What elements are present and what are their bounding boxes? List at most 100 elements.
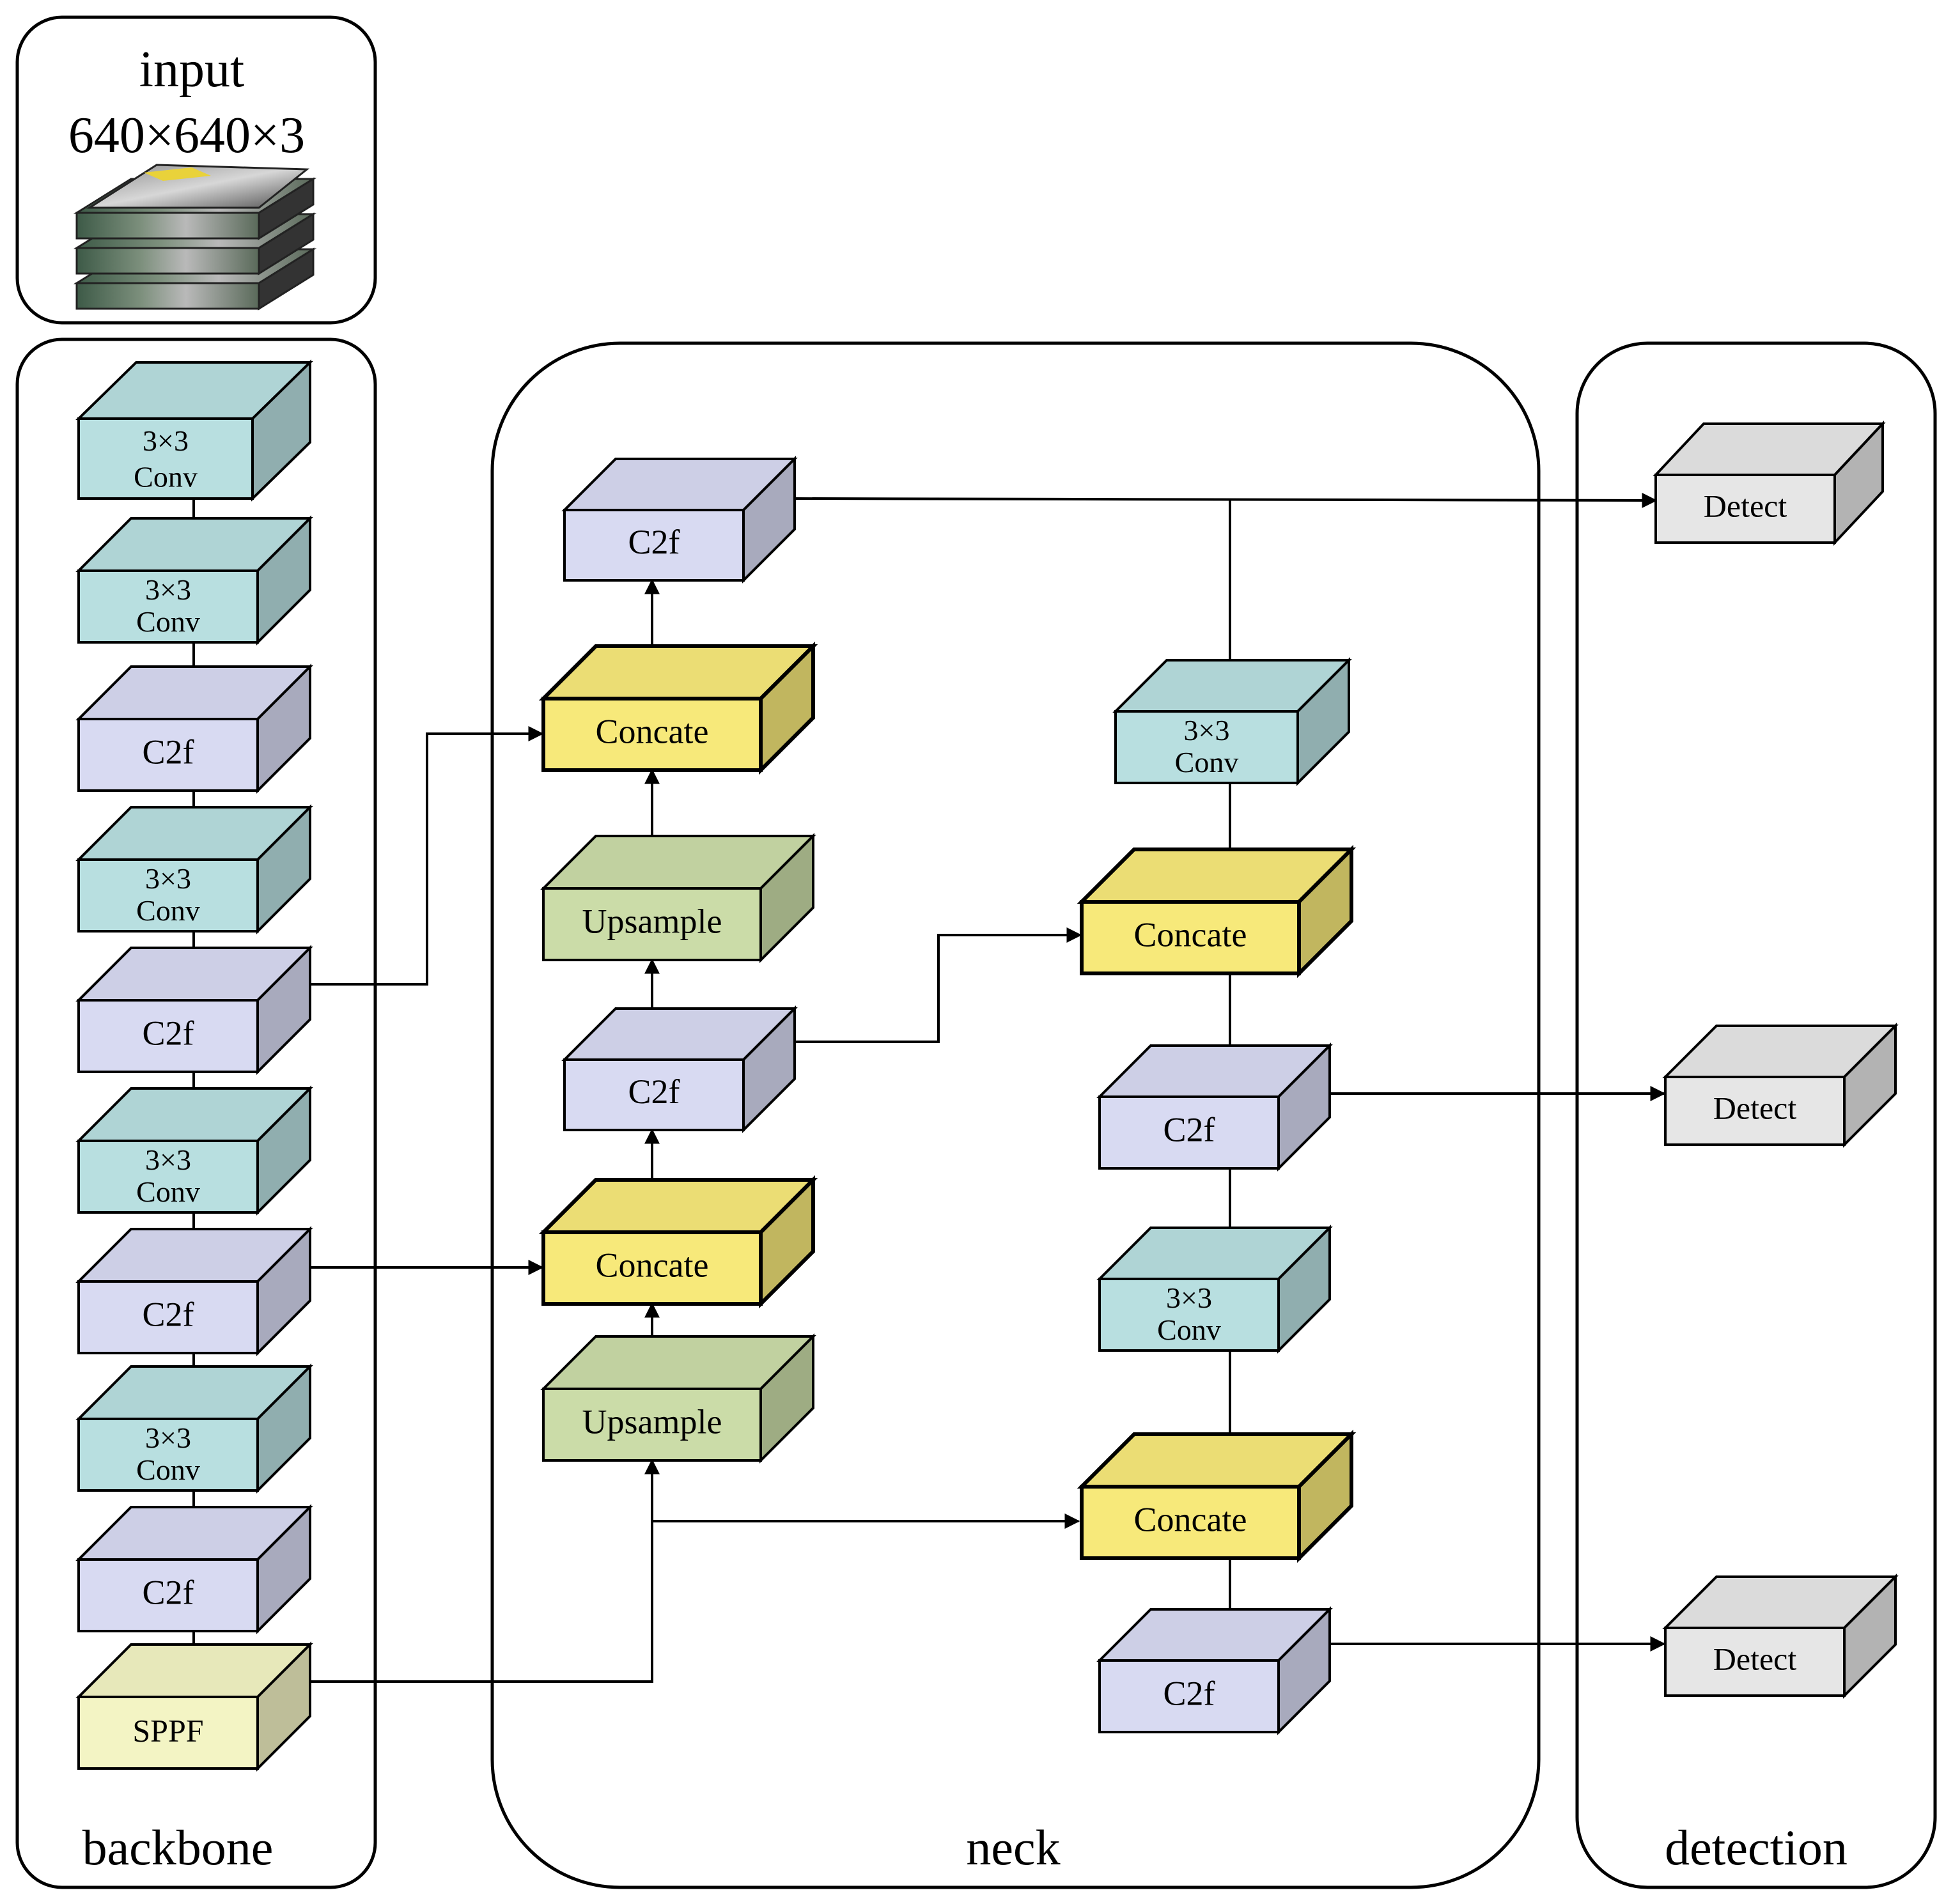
backbone-conv-2-label-size: 3×3: [145, 573, 191, 606]
backbone-c2f-1-label: C2f: [143, 732, 194, 771]
neck-concate-mid-front-face: [541, 1230, 763, 1306]
edge-c2f-mid-concate-right1: [794, 927, 1082, 1043]
backbone-c2f-3-label: C2f: [143, 1295, 194, 1333]
detect-2-label: Detect: [1713, 1090, 1797, 1126]
detect-2: Detect: [1662, 1023, 1899, 1148]
backbone-conv-1-label-size: 3×3: [143, 424, 189, 457]
edge-c2f-top-detect1: [793, 492, 1658, 508]
neck-upsample-2-label: Upsample: [582, 1402, 722, 1441]
backbone-sppf-label: SPPF: [132, 1712, 203, 1748]
backbone-c2f-2-label: C2f: [143, 1014, 194, 1052]
neck-conv-right-1-label-size: 3×3: [1184, 714, 1230, 747]
neck-upsample-1: Upsample: [540, 833, 816, 963]
detect-2-front-face: [1664, 1076, 1846, 1146]
neck-conv-right-1-front-face: [1114, 710, 1299, 784]
backbone-c2f-4-front-face: [77, 1558, 259, 1632]
neck-c2f-right-1-front-face: [1098, 1095, 1280, 1170]
neck-conv-right-2-label-size: 3×3: [1166, 1281, 1212, 1314]
neck-conv-right-2-label-op: Conv: [1157, 1313, 1221, 1346]
backbone-conv-5-front-face: [77, 1418, 259, 1492]
neck-upsample-2: Upsample: [540, 1333, 816, 1464]
neck-c2f-right-2: C2f: [1096, 1606, 1333, 1735]
neck-concate-right-1: Concate: [1077, 844, 1357, 979]
input-title: input: [139, 42, 244, 98]
detection-label: detection: [1665, 1820, 1848, 1875]
backbone-c2f-2-front-face: [77, 999, 259, 1073]
backbone-conv-4-label-size: 3×3: [145, 1143, 191, 1176]
detect-1: Detect: [1653, 420, 1886, 546]
backbone-c2f-1: C2f: [75, 663, 313, 794]
backbone-conv-5-label-size: 3×3: [145, 1421, 191, 1454]
image-slice-top: [86, 164, 310, 209]
edge-sppf-upsample: [308, 1459, 660, 1683]
neck-c2f-mid-label: C2f: [628, 1072, 680, 1111]
backbone-c2f-1-front-face: [77, 718, 259, 792]
neck-upsample-2-front-face: [542, 1388, 762, 1462]
backbone-c2f-4-label: C2f: [143, 1573, 194, 1611]
neck-c2f-right-1: C2f: [1096, 1042, 1333, 1172]
backbone-sppf-front-face: [77, 1696, 259, 1770]
neck-c2f-right-1-label: C2f: [1163, 1110, 1215, 1149]
neck-c2f-right-2-front-face: [1098, 1659, 1280, 1733]
backbone-conv-3-label-op: Conv: [136, 894, 200, 927]
detection-panel: [1575, 341, 1937, 1889]
neck-upsample-1-front-face: [542, 887, 762, 961]
backbone-c2f-4: C2f: [75, 1504, 313, 1634]
backbone-conv-4-front-face: [77, 1140, 259, 1214]
neck-upsample-1-label: Upsample: [582, 902, 722, 940]
neck-c2f-top-label: C2f: [628, 523, 680, 561]
backbone-conv-3-label-size: 3×3: [145, 862, 191, 895]
neck-concate-right-1-front-face: [1080, 900, 1301, 975]
backbone-conv-3-front-face: [77, 858, 259, 933]
backbone-c2f-3-front-face: [77, 1280, 259, 1354]
backbone-label: backbone: [82, 1820, 274, 1875]
backbone-conv-2-label-op: Conv: [136, 605, 200, 638]
input-panel: [15, 15, 377, 325]
neck-concate-top: Concate: [538, 641, 818, 775]
neck-c2f-top: C2f: [561, 456, 798, 584]
neck-panel: [490, 341, 1541, 1889]
backbone-c2f-3: C2f: [75, 1226, 313, 1356]
neck-concate-mid-label: Concate: [596, 1246, 709, 1284]
neck-c2f-mid-front-face: [563, 1058, 745, 1131]
backbone-panel: [15, 337, 377, 1889]
neck-concate-right-2-front-face: [1080, 1485, 1301, 1560]
neck-concate-mid: Concate: [538, 1175, 818, 1309]
backbone-conv-2-front-face: [77, 569, 259, 644]
neck-concate-right-1-label: Concate: [1134, 915, 1247, 954]
detect-3-front-face: [1664, 1627, 1846, 1697]
blocks: 3×3Conv3×3ConvC2f3×3ConvC2f3×3ConvC2f3×3…: [75, 359, 1899, 1772]
neck-c2f-top-front-face: [563, 509, 745, 582]
neck-conv-right-1-label-op: Conv: [1175, 746, 1239, 778]
backbone-conv-4-label-op: Conv: [136, 1175, 200, 1208]
neck-c2f-right-2-label: C2f: [1163, 1674, 1215, 1712]
neck-c2f-mid: C2f: [561, 1005, 798, 1133]
neck-concate-right-2: Concate: [1077, 1429, 1357, 1563]
backbone-c2f-2: C2f: [75, 945, 313, 1075]
neck-concate-top-front-face: [541, 697, 763, 772]
edge-c2f2-concate-top: [308, 726, 544, 986]
detect-1-label: Detect: [1704, 488, 1787, 524]
backbone-sppf: SPPF: [75, 1641, 313, 1772]
neck-concate-right-2-label: Concate: [1134, 1500, 1247, 1538]
input-size: 640×640×3: [68, 107, 305, 164]
backbone-conv-1-front-face: [77, 417, 254, 500]
neck-concate-top-label: Concate: [596, 712, 709, 750]
backbone-conv-5-label-op: Conv: [136, 1453, 200, 1486]
detect-1-front-face: [1654, 474, 1836, 544]
detect-3-label: Detect: [1713, 1641, 1797, 1677]
input-image-stack-icon: [73, 164, 317, 311]
detect-3: Detect: [1662, 1574, 1899, 1699]
edges: [186, 492, 1666, 1686]
backbone-conv-1-label-op: Conv: [134, 460, 198, 493]
neck-conv-right-2-front-face: [1098, 1278, 1280, 1352]
neck-label: neck: [966, 1820, 1060, 1875]
